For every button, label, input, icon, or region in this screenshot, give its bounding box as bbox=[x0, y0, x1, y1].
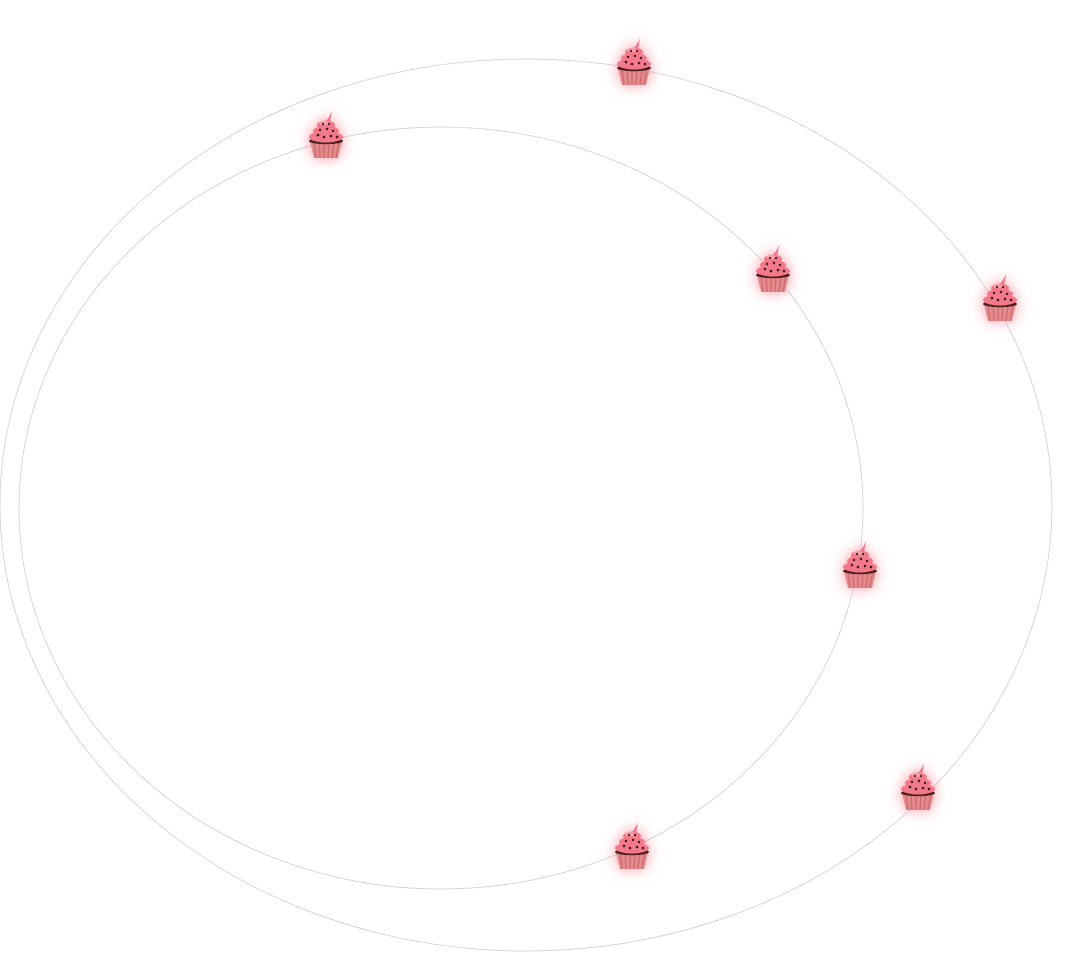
inner-orbit bbox=[18, 126, 864, 890]
outer-orbit bbox=[0, 58, 1053, 952]
cupcake-icon[interactable] bbox=[751, 244, 795, 294]
cupcake-icon[interactable] bbox=[978, 273, 1022, 323]
cupcake-icon[interactable] bbox=[304, 110, 348, 160]
cupcake-icon[interactable] bbox=[896, 762, 940, 812]
cupcake-icon[interactable] bbox=[838, 540, 882, 590]
cupcake-icon[interactable] bbox=[610, 821, 654, 871]
cupcake-icon[interactable] bbox=[612, 37, 656, 87]
